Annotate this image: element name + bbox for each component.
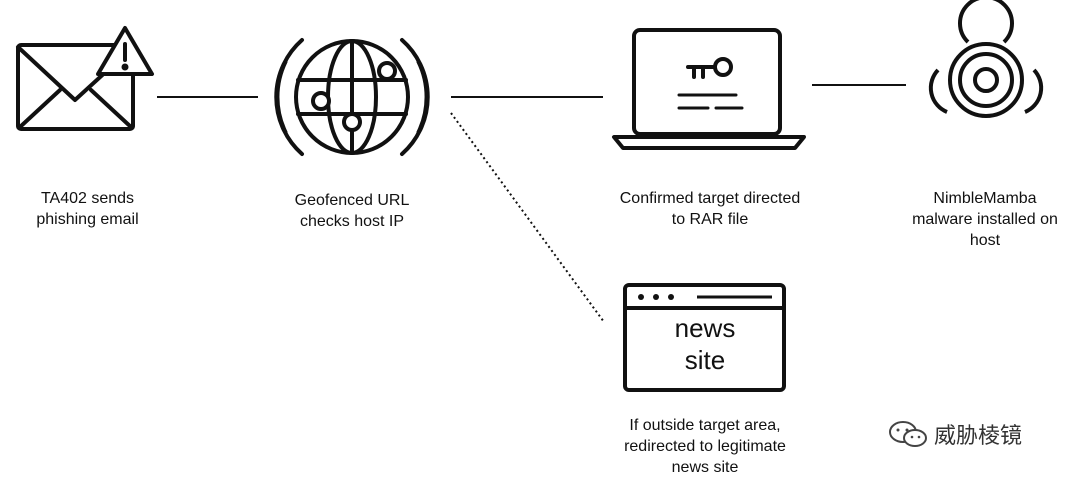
news-step-label: If outside target area, redirected to le… [624, 417, 786, 476]
email-step-label: TA402 sends phishing email [36, 190, 139, 228]
connector-url-news-dotted [450, 112, 605, 323]
biohazard-icon [928, 0, 1044, 118]
news-screen-line2: site [684, 345, 726, 375]
watermark: 威胁棱镜 [888, 418, 1022, 450]
url-step-label: Geofenced URL checks host IP [294, 192, 410, 230]
browser-window-icon [623, 283, 786, 392]
watermark-text: 威胁棱镜 [934, 424, 1023, 449]
target-step-label: Confirmed target directed to RAR file [619, 190, 801, 228]
email-warning-icon [16, 26, 154, 131]
globe-network-icon [274, 38, 430, 156]
laptop-key-icon [612, 28, 806, 150]
malware-step-label: NimbleMamba malware installed on host [912, 190, 1058, 249]
news-screen-line1: news [674, 313, 736, 343]
wechat-icon [889, 421, 927, 447]
